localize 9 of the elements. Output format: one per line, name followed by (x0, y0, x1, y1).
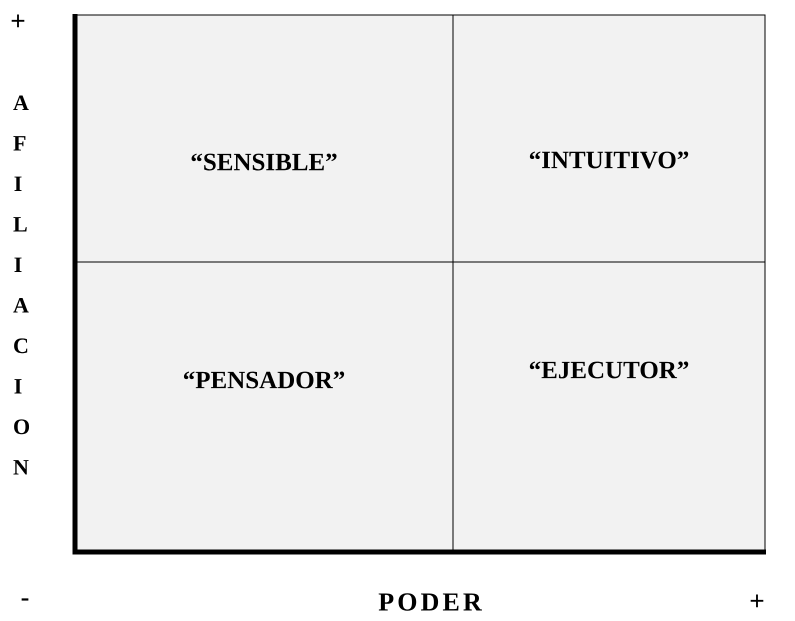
axis-label: AFILIACION (13, 96, 30, 474)
plus-sign: + (12, 14, 24, 28)
axis-label: PODER (378, 593, 482, 611)
quadrant-cell: “SENSIBLE” (74, 14, 454, 262)
minus-sign: - (22, 598, 28, 601)
quadrant-cell: “INTUITIVO” (452, 14, 766, 262)
quadrant-cell: “EJECUTOR” (452, 262, 766, 552)
quadrant-cell: “PENSADOR” (74, 262, 454, 552)
plus-sign: + (750, 594, 764, 608)
